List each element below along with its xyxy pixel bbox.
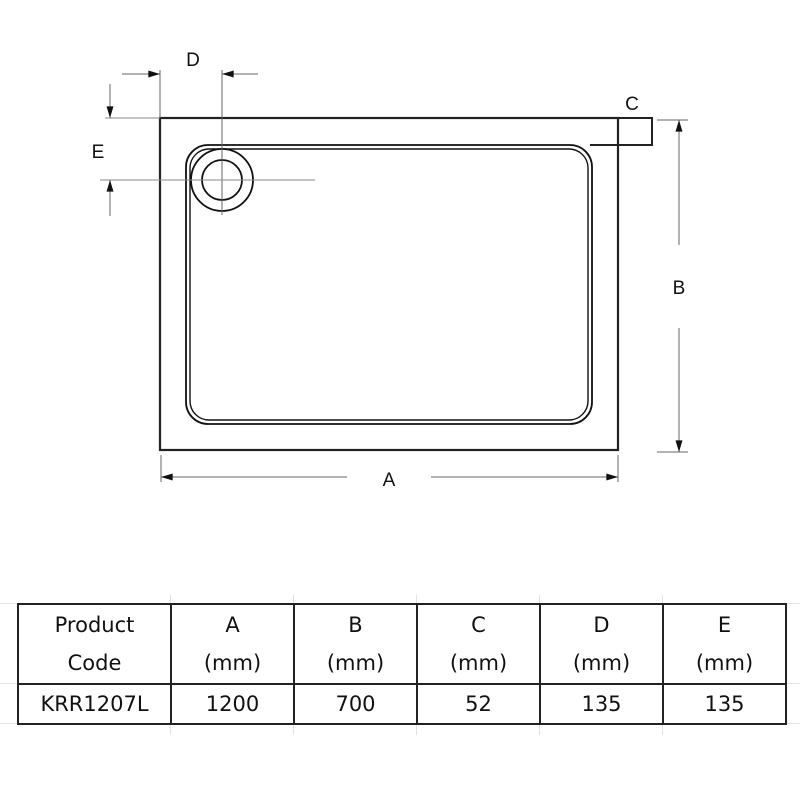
tray-basin-inner <box>189 148 589 421</box>
header-a: A(mm) <box>170 603 295 685</box>
table-row: KRR1207L 1200 700 52 135 135 <box>17 683 787 725</box>
cell-a: 1200 <box>170 683 295 725</box>
cell-product-code: KRR1207L <box>17 683 172 725</box>
cell-c: 52 <box>416 683 541 725</box>
cell-e: 135 <box>662 683 787 725</box>
shower-tray-diagram: C D E B A <box>92 50 688 491</box>
label-a: A <box>383 470 396 491</box>
header-b: B(mm) <box>293 603 418 685</box>
label-b: B <box>673 278 686 299</box>
header-e: E(mm) <box>662 603 787 685</box>
cell-d: 135 <box>539 683 664 725</box>
label-e: E <box>92 142 105 163</box>
upstand-c-box <box>617 117 653 146</box>
tray-basin-outer <box>185 144 593 425</box>
label-c: C <box>625 94 639 115</box>
header-c: C(mm) <box>416 603 541 685</box>
header-d: D(mm) <box>539 603 664 685</box>
label-d: D <box>186 50 200 71</box>
tray-outline <box>158 116 620 452</box>
cell-b: 700 <box>293 683 418 725</box>
